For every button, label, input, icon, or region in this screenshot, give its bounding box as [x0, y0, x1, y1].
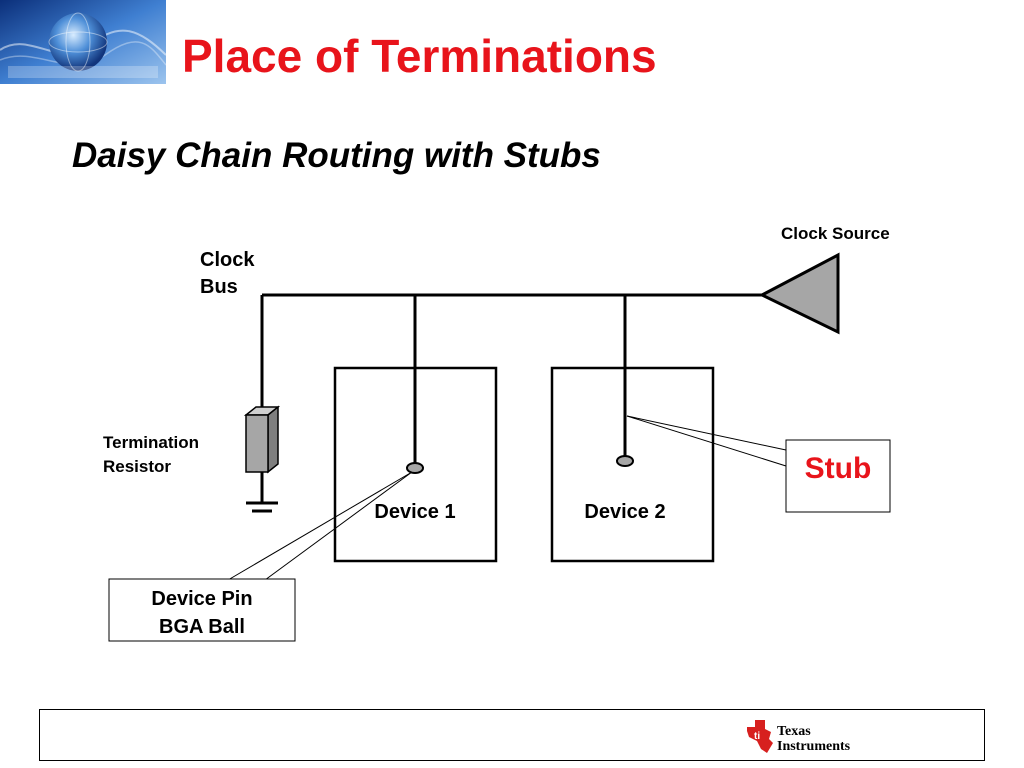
header-globe-banner: [0, 0, 166, 84]
stub-callout-box: [785, 439, 891, 513]
termination-resistor: [243, 405, 281, 474]
device-2-box: [550, 366, 715, 563]
device-2-pin: [616, 455, 634, 467]
stub-callout-leader-top: [626, 415, 787, 451]
device-2-label: Device 2: [584, 501, 665, 523]
termination-label-line1: Termination: [103, 433, 199, 452]
ti-logo-line1: Texas: [777, 724, 811, 739]
ti-state-icon: ti: [747, 720, 773, 753]
slide-title: Place of Terminations: [182, 30, 657, 82]
device-1-label: Device 1: [374, 501, 455, 523]
clock-source-triangle: [758, 252, 840, 335]
pin-callout-line2: BGA Ball: [159, 616, 245, 638]
pin-callout-leader-right: [264, 471, 413, 581]
stub-callout-text: Stub: [805, 452, 872, 485]
termination-label-line2: Resistor: [103, 457, 171, 476]
pin-callout-box: [108, 578, 296, 642]
clock-source-label: Clock Source: [781, 224, 890, 243]
svg-text:ti: ti: [754, 731, 760, 742]
ground-icon: [246, 472, 278, 513]
pin-callout-leader-left: [227, 471, 413, 581]
clock-bus-label-line2: Bus: [200, 276, 238, 298]
clock-bus-label-line1: Clock: [200, 249, 255, 271]
slide-subtitle: Daisy Chain Routing with Stubs: [72, 136, 601, 175]
texas-instruments-logo: ti Texas Instruments: [747, 720, 851, 754]
pin-callout-line1: Device Pin: [151, 588, 252, 610]
stub-callout-leader-bottom: [626, 415, 787, 467]
globe-icon: [49, 13, 107, 71]
device-1-pin: [406, 462, 424, 474]
ti-logo-line2: Instruments: [777, 739, 851, 754]
footer-bar: [39, 709, 985, 761]
